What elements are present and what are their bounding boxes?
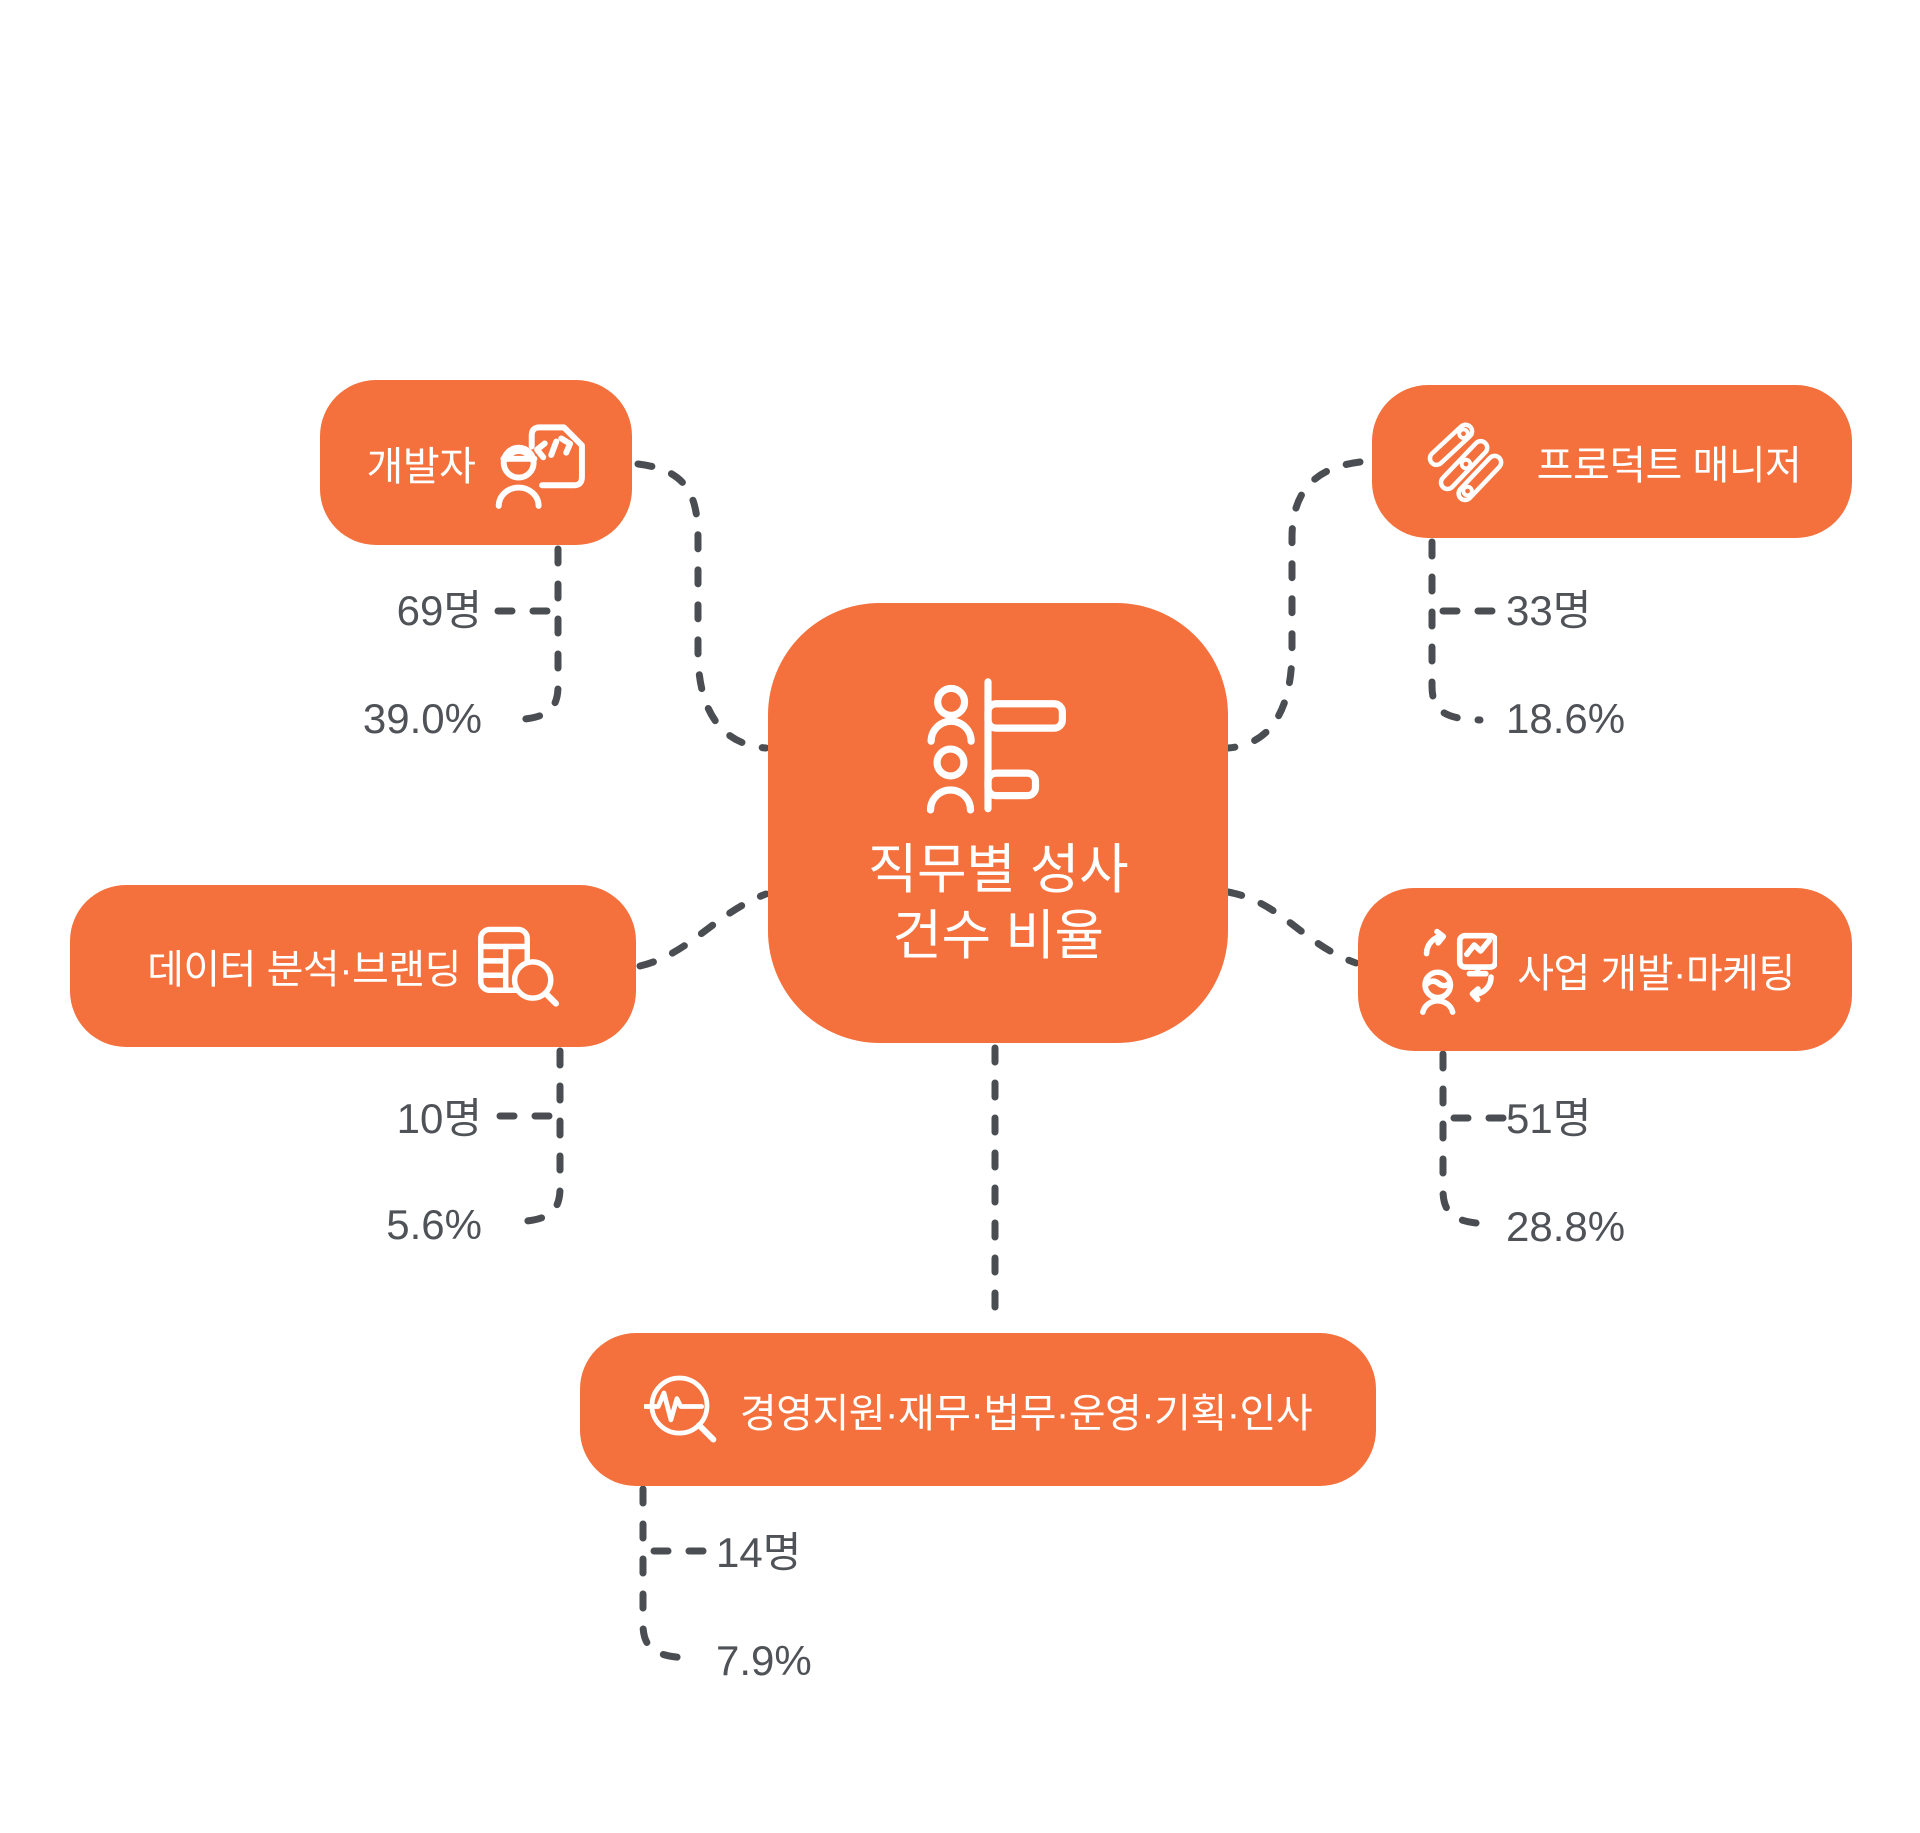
pulse-magnifier-icon (643, 1375, 717, 1442)
branch-node-product-manager: 프로덕트 매니저 (1372, 385, 1852, 538)
diagonal-sliders-icon (1427, 422, 1504, 502)
count-label-product-manager: 33명 (1506, 587, 1592, 634)
branch-node-data-analysis-branding: 데이터 분석·브랜딩 (70, 885, 636, 1047)
connector-business-marketing-stats (1439, 1050, 1495, 1228)
center-title-line1: 직무별 성사 (867, 840, 1129, 901)
branch-label-management-support: 경영지원·재무·법무·운영·기획·인사 (739, 1391, 1313, 1436)
connector-product-manager-stats (1428, 538, 1484, 724)
connector-developer-stats (506, 545, 562, 724)
center-title-line2: 건수 비율 (892, 906, 1104, 966)
center-title: 직무별 성사 건수 비율 (867, 838, 1129, 970)
connector-center-developer (634, 460, 770, 752)
person-presentation-exchange-icon (1420, 928, 1498, 1015)
branch-node-management-support: 경영지원·재무·법무·운영·기획·인사 (580, 1333, 1376, 1486)
percent-label-data-analysis-branding: 5.6% (386, 1201, 482, 1248)
count-label-data-analysis-branding: 10명 (396, 1095, 482, 1142)
connector-management-stats (639, 1485, 695, 1662)
branch-node-developer: 개발자 (320, 380, 632, 545)
percent-label-business-dev-marketing: 28.8% (1506, 1203, 1626, 1250)
connector-center-data-analysis (636, 890, 770, 970)
connector-center-business-marketing (1224, 888, 1360, 967)
connector-data-analysis-stats (508, 1047, 564, 1226)
branch-label-product-manager: 프로덕트 매니저 (1536, 443, 1802, 488)
center-node: 직무별 성사 건수 비율 (768, 603, 1228, 1043)
percent-label-product-manager: 18.6% (1506, 695, 1626, 742)
connector-center-product-manager (1224, 458, 1364, 752)
branch-node-business-dev-marketing: 사업 개발·마케팅 (1358, 888, 1852, 1051)
branch-label-data-analysis-branding: 데이터 분석·브랜딩 (147, 948, 461, 992)
percent-label-developer: 39.0% (362, 695, 482, 742)
branch-label-business-dev-marketing: 사업 개발·마케팅 (1517, 951, 1795, 996)
count-label-developer: 69명 (396, 587, 482, 634)
branch-label-developer: 개발자 (366, 444, 476, 489)
data-table-magnifier-icon (477, 926, 559, 1007)
people-bar-chart-icon (926, 678, 1066, 814)
count-label-management-support: 14명 (716, 1529, 802, 1576)
percent-label-management-support: 7.9% (716, 1637, 812, 1684)
developer-hardhat-code-document-icon (496, 423, 586, 509)
count-label-business-dev-marketing: 51명 (1506, 1095, 1592, 1142)
